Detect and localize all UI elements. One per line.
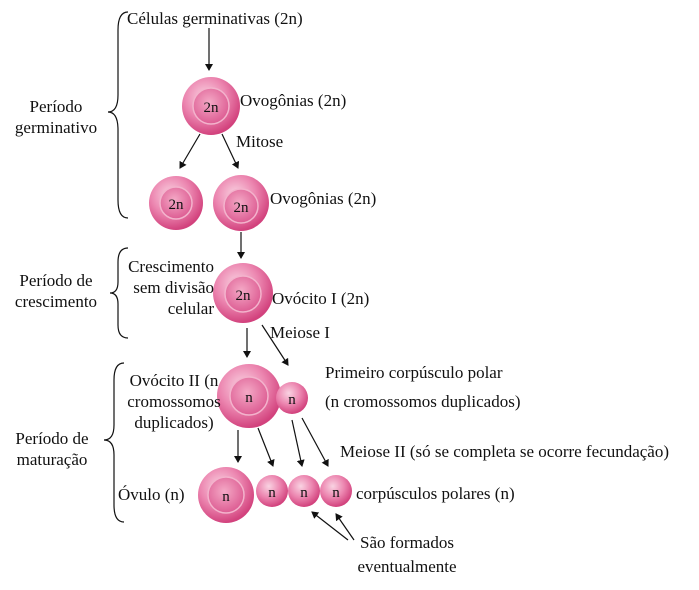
arrow-mitose-right (221, 133, 240, 169)
label-ovogonias-top: Ovogônias (2n) (240, 91, 347, 110)
cell-label: 2n (234, 200, 250, 216)
label-ovulo: Óvulo (n) (118, 485, 185, 504)
label-ovocito-ii-line3: duplicados) (134, 413, 214, 432)
cell-corpusculo-polar-3: n (320, 475, 352, 507)
brace-germinativo (107, 11, 129, 219)
label-crescimento-line1: Crescimento (128, 257, 214, 276)
label-ovogonias-mid: Ovogônias (2n) (270, 189, 377, 208)
label-crescimento: Crescimento sem divisão celular (118, 256, 214, 319)
period-maturacao-label: Período de maturação (4, 428, 100, 470)
cell-ovulo: n (198, 467, 254, 523)
label-celulas-germinativas: Células germinativas (2n) (127, 9, 303, 28)
cell-ovogonia-top: 2n (182, 77, 240, 135)
arrow-ovocito-ii-to-polar-1 (257, 427, 275, 467)
arrow-mitose-left (179, 133, 201, 169)
cell-label: 2n (236, 288, 252, 304)
cell-ovogonia-left: 2n (149, 176, 203, 230)
label-meiose-ii: Meiose II (só se completa se ocorre fecu… (340, 442, 669, 461)
cell-ovogonia-right: 2n (213, 175, 269, 231)
label-primeiro-corpusculo: Primeiro corpúsculo polar (n cromossomos… (325, 362, 520, 412)
period-crescimento-line1: Período de (19, 271, 93, 290)
cell-ovocito-ii: n (217, 364, 281, 428)
cell-label: n (300, 485, 308, 501)
arrow-polar-to-polar-3 (301, 417, 329, 467)
arrow-formados-2 (335, 513, 355, 541)
label-corpusculos-polares: corpúsculos polares (n) (356, 484, 515, 503)
cell-corpusculo-polar-2: n (288, 475, 320, 507)
arrow-meiose-i-to-polar (261, 324, 289, 366)
label-sao-formados-line2: eventualmente (357, 557, 457, 576)
period-crescimento-label: Período de crescimento (6, 270, 106, 312)
label-sao-formados: São formados eventualmente (352, 532, 462, 577)
label-ovocito-ii: Ovócito II (n cromossomos duplicados) (124, 370, 224, 433)
cell-ovocito-i: 2n (213, 263, 273, 323)
label-crescimento-line3: celular (167, 299, 214, 318)
period-germinativo-line1: Período (29, 97, 83, 116)
cell-corpusculo-polar-1: n (256, 475, 288, 507)
period-germinativo-label: Período germinativo (6, 96, 106, 138)
cell-label: n (332, 485, 340, 501)
label-ovocito-ii-line2: cromossomos (127, 392, 221, 411)
cell-label: n (288, 392, 296, 408)
cell-label: 2n (169, 197, 185, 213)
arrow-polar-to-polar-2 (291, 419, 305, 467)
label-ovocito-ii-line1: Ovócito II (n (129, 371, 219, 390)
brace-crescimento (109, 247, 129, 339)
period-maturacao-line1: Período de (15, 429, 89, 448)
cell-label: 2n (204, 100, 220, 116)
cell-label: n (245, 390, 253, 406)
label-primeiro-line1: Primeiro corpúsculo polar (325, 363, 503, 382)
label-ovocito-i: Ovócito I (2n) (272, 289, 370, 308)
label-meiose-i: Meiose I (270, 323, 330, 342)
period-germinativo-line2: germinativo (14, 118, 98, 137)
cell-primeiro-corpusculo: n (276, 382, 308, 414)
label-crescimento-line2: sem divisão (133, 278, 214, 297)
period-crescimento-line2: crescimento (14, 292, 98, 311)
brace-maturacao (103, 362, 125, 523)
period-maturacao-line2: maturação (16, 450, 88, 469)
label-primeiro-line2: (n cromossomos duplicados) (325, 392, 521, 411)
label-mitose: Mitose (236, 132, 284, 151)
label-sao-formados-line1: São formados (360, 533, 454, 552)
cell-label: n (268, 485, 276, 501)
cell-label: n (222, 489, 230, 505)
arrow-formados-1 (311, 511, 349, 541)
